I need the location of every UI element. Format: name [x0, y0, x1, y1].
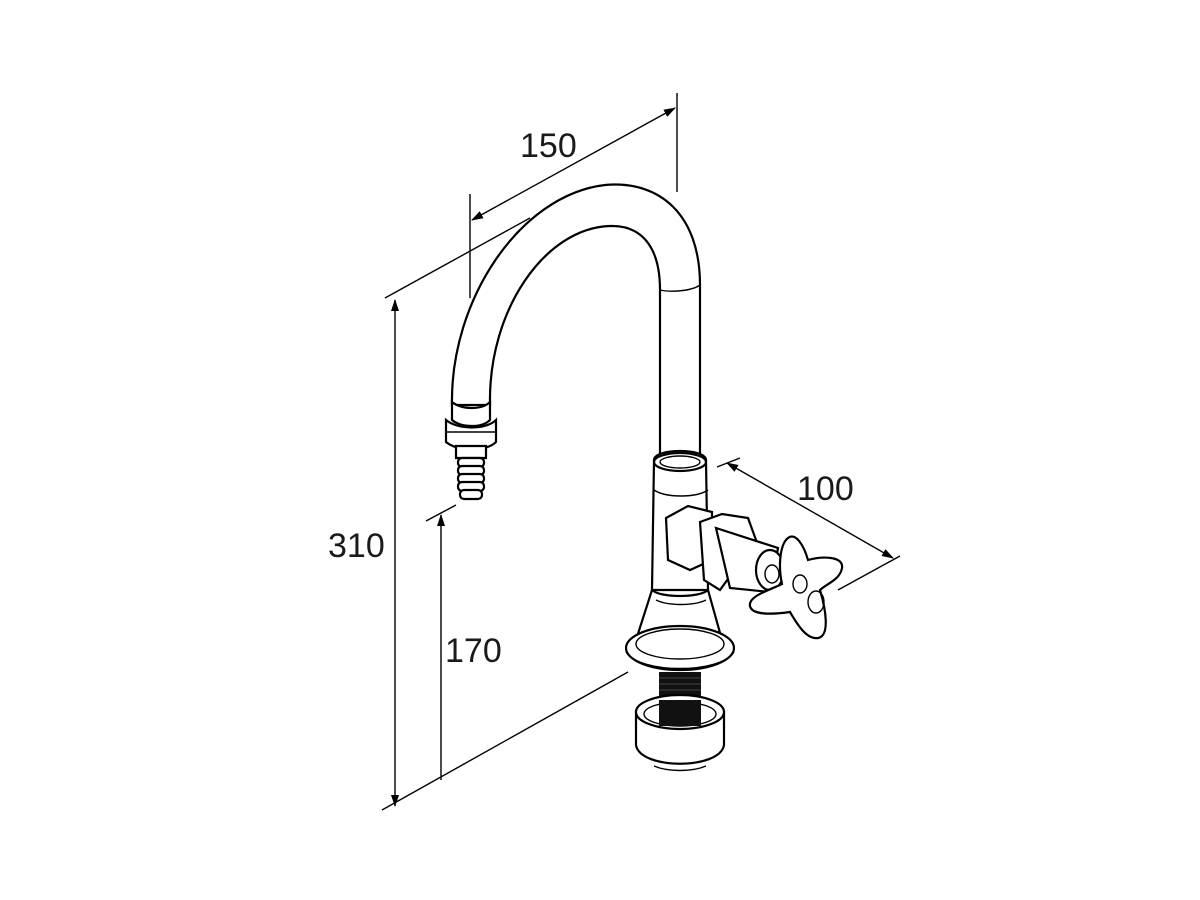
dimension-label-310: 310: [328, 527, 385, 565]
extension-line: [384, 217, 531, 299]
dimension-label-100: 100: [797, 470, 854, 508]
dimension-label-150: 150: [520, 127, 577, 165]
dimension-line: [471, 107, 676, 221]
dimension-spout-reach: 150: [469, 93, 678, 298]
extension-line: [425, 504, 457, 522]
dimension-label-170: 170: [445, 632, 502, 670]
base-flange: [624, 624, 736, 672]
tap-body: [444, 183, 844, 772]
handle-hub-icon: [792, 574, 808, 594]
outlet-nozzle: [444, 399, 498, 501]
dimension-line: [726, 462, 894, 559]
handle-hole-icon: [807, 590, 825, 614]
star-handle[interactable]: [748, 535, 844, 640]
dimension-handle-projection: 100: [716, 457, 901, 591]
extension-line: [716, 457, 741, 468]
dimension-overall-height: 310: [328, 217, 629, 811]
extension-line: [837, 555, 901, 591]
hose-barb: [456, 456, 486, 501]
extension-line: [381, 671, 629, 811]
locknut: [634, 693, 726, 772]
gooseneck-spout: [450, 183, 702, 460]
valve-bonnet: [698, 512, 786, 594]
dimension-outlet-height: 170: [425, 504, 502, 780]
